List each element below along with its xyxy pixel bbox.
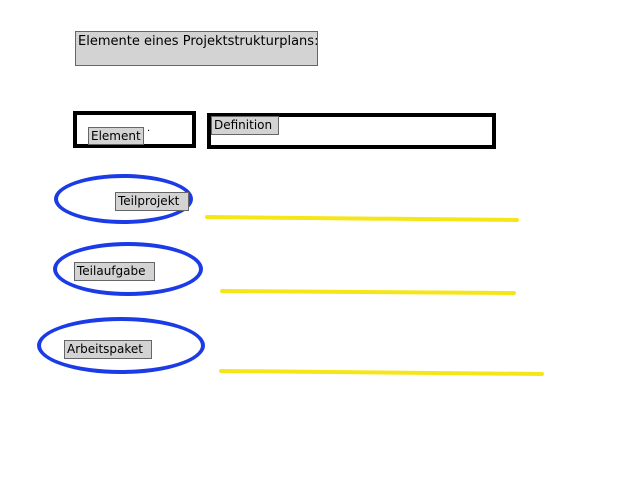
stray-dot-mark: · xyxy=(147,126,151,137)
page-title: Elemente eines Projektstrukturplans: xyxy=(75,31,318,66)
definition-header-frame xyxy=(207,113,496,149)
teilprojekt-circle xyxy=(54,174,193,224)
element-card-arbeitspaket[interactable]: Arbeitspaket xyxy=(64,340,152,359)
arbeitspaket-circle xyxy=(37,317,205,374)
definition-header-label: Definition xyxy=(211,116,279,135)
element-header-label: Element xyxy=(88,127,144,145)
answer-line-teilaufgabe[interactable] xyxy=(220,289,516,295)
element-card-teilaufgabe[interactable]: Teilaufgabe xyxy=(74,262,155,281)
answer-line-teilprojekt[interactable] xyxy=(205,215,519,222)
element-header-frame xyxy=(73,111,196,148)
answer-line-arbeitspaket[interactable] xyxy=(219,369,544,376)
teilaufgabe-circle xyxy=(53,242,203,296)
element-card-teilprojekt[interactable]: Teilprojekt xyxy=(115,192,189,211)
